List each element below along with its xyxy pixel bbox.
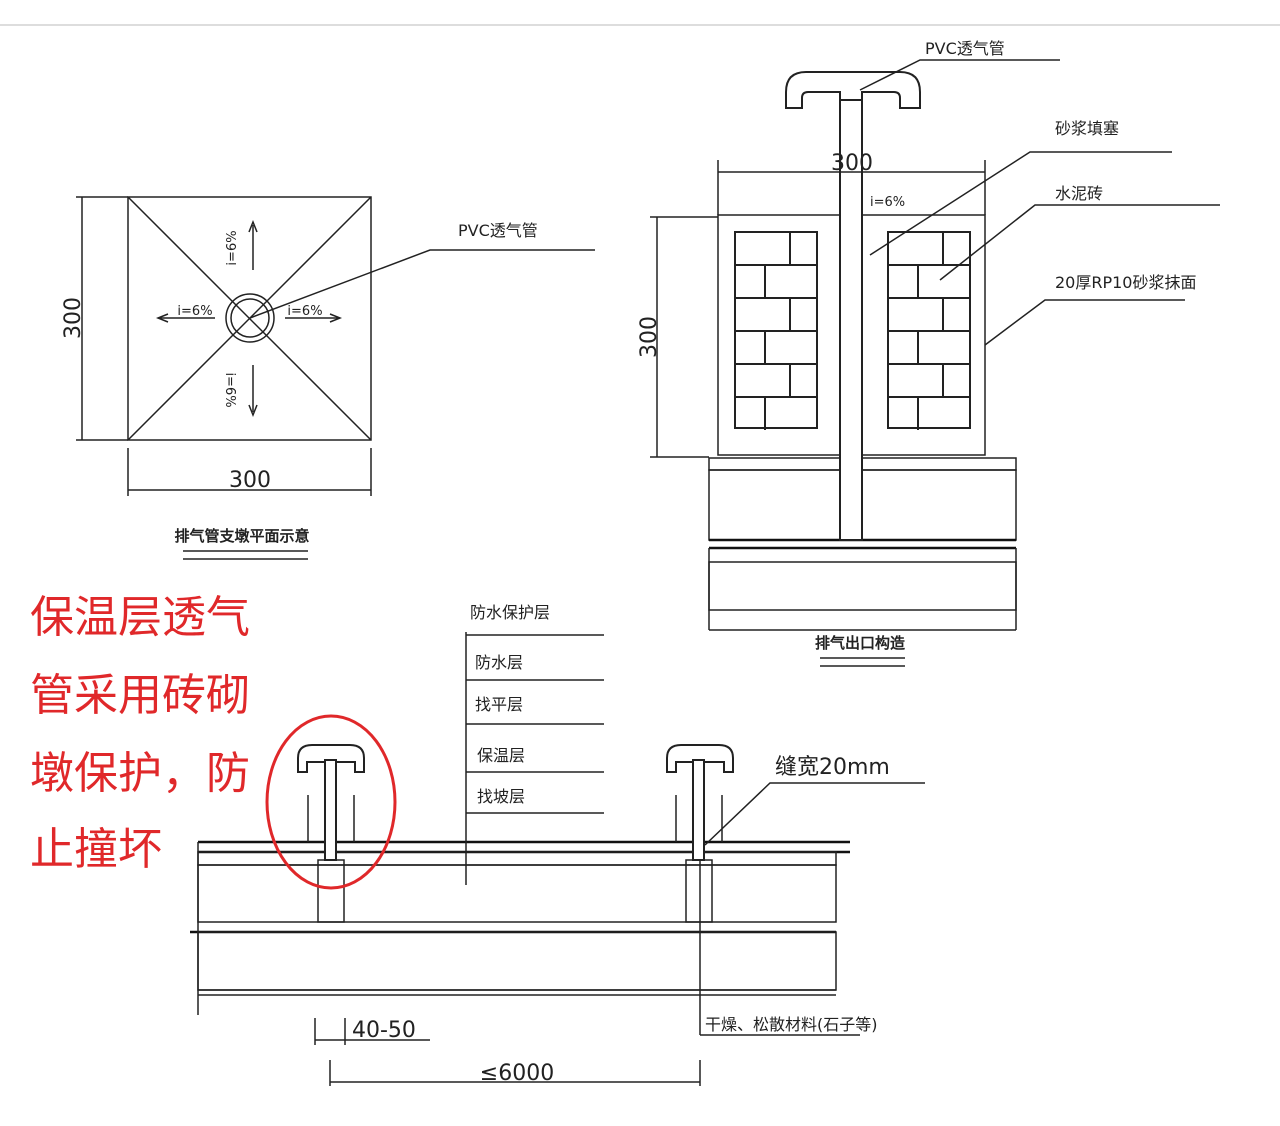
plan-caption: 排气管支墩平面示意 [174, 527, 309, 545]
roof-section: 防水保护层 防水层 找平层 保温层 找坡层 缝宽20mm 干燥、松散材料(石子等… [190, 603, 925, 1086]
fill-material-label: 干燥、松散材料(石子等) [705, 1015, 878, 1034]
layer-insulation: 保温层 [477, 746, 525, 765]
dim-40-50: 40-50 [352, 1018, 416, 1043]
note-line-3: 墩保护，防 [30, 748, 250, 799]
outlet-dim-height: 300 [637, 316, 662, 358]
plan-slope-down: i=6% [222, 372, 237, 407]
plan-slope-right: i=6% [287, 304, 322, 319]
plaster-label: 20厚RP10砂浆抹面 [1055, 273, 1197, 292]
pipe-circle [225, 293, 275, 343]
vent-pipe-left [297, 744, 365, 861]
outlet-slope: i=6% [870, 195, 905, 210]
mortar-fill-label: 砂浆填塞 [1055, 119, 1119, 138]
highlight-circle [265, 714, 397, 890]
brick-courses [735, 232, 970, 430]
vent-pipe-right [666, 744, 734, 861]
plan-slope-left: i=6% [177, 304, 212, 319]
plan-dim-horizontal: 300 [229, 468, 271, 493]
pipe-cap [785, 71, 921, 109]
note-line-4: 止撞坏 [30, 824, 162, 875]
plan-slope-up: i=6% [225, 230, 240, 265]
gap-width-label: 缝宽20mm [775, 755, 890, 780]
outlet-pipe-label: PVC透气管 [925, 39, 1005, 58]
red-note: 保温层透气 管采用砖砌 墩保护，防 止撞坏 [30, 592, 250, 875]
plan-pipe-label: PVC透气管 [458, 221, 538, 240]
outlet-section: 300 300 i=6% PVC透气管 砂浆填塞 水泥砖 20厚RP10砂浆抹面… [637, 39, 1220, 667]
cement-brick-label: 水泥砖 [1055, 184, 1103, 203]
note-line-2: 管采用砖砌 [30, 670, 250, 721]
layer-leveling: 找平层 [475, 695, 523, 714]
outlet-dim-width: 300 [831, 151, 873, 176]
dim-spacing: ≤6000 [480, 1061, 554, 1086]
layer-waterproof: 防水层 [475, 653, 523, 672]
layer-protection: 防水保护层 [470, 603, 550, 622]
layer-slope: 找坡层 [477, 787, 525, 806]
plan-dim-vertical: 300 [61, 297, 86, 339]
note-line-1: 保温层透气 [30, 592, 250, 643]
outlet-caption: 排气出口构造 [815, 634, 905, 652]
plan-view: 300 300 i=6% i=6% i=6% i=6% PVC透气管 排气管支墩… [61, 196, 595, 560]
